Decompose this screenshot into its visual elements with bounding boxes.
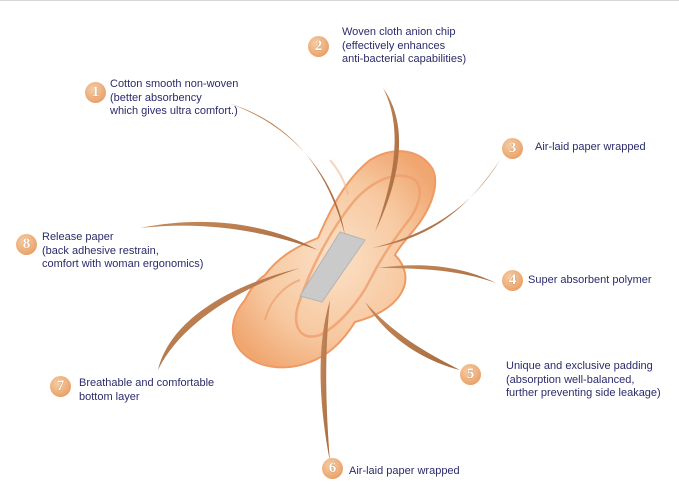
label-2-line-1: Woven cloth anion chip <box>342 26 456 38</box>
badge-3: 3 <box>502 138 523 159</box>
pad-inner-ridge-2 <box>264 279 301 321</box>
label-3: Air-laid paper wrapped <box>535 141 646 155</box>
badge-4: 4 <box>502 270 523 291</box>
leader-4 <box>378 265 496 283</box>
leader-8 <box>140 221 318 250</box>
badge-1: 1 <box>85 82 106 103</box>
label-8-line-2: (back adhesive restrain, <box>42 244 159 257</box>
label-2-line-3: anti-bacterial capabilities) <box>342 53 467 65</box>
label-8-line-3: comfort with woman ergonomics) <box>42 258 204 270</box>
label-8: Release paper (back adhesive restrain, c… <box>42 231 203 272</box>
label-7: Breathable and comfortable bottom layer <box>79 377 214 404</box>
pad-inner-ridge <box>294 174 421 338</box>
pad-illustration <box>231 150 437 369</box>
leader-lines <box>140 88 500 462</box>
label-2: Woven cloth anion chip (effectively enha… <box>342 26 466 67</box>
label-7-line-2: bottom layer <box>79 390 140 403</box>
leader-6 <box>320 300 330 462</box>
badge-5: 5 <box>460 364 481 385</box>
leader-2 <box>375 88 400 232</box>
pad-inner-ridge-3 <box>329 159 349 196</box>
top-divider <box>0 0 679 1</box>
badge-6: 6 <box>322 458 343 479</box>
label-8-line-1: Release paper <box>42 231 114 243</box>
label-5-line-3: further preventing side leakage) <box>506 387 661 399</box>
label-7-line-1: Breathable and comfortable <box>79 377 215 389</box>
label-5-line-2: (absorption well-balanced, <box>506 373 635 386</box>
label-6: Air-laid paper wrapped <box>349 465 460 479</box>
label-1-line-1: Cotton smooth non-woven <box>110 78 239 90</box>
label-5-line-1: Unique and exclusive padding <box>506 360 653 372</box>
badge-8: 8 <box>16 234 37 255</box>
label-6-line-1: Air-laid paper wrapped <box>349 465 460 477</box>
label-1: Cotton smooth non-woven (better absorben… <box>110 78 238 119</box>
badge-7: 7 <box>50 376 71 397</box>
label-4-line-1: Super absorbent polymer <box>528 274 652 286</box>
label-1-line-2: (better absorbency <box>110 91 202 104</box>
label-2-line-2: (effectively enhances <box>342 39 446 52</box>
label-1-line-3: which gives ultra comfort.) <box>110 105 238 117</box>
label-4: Super absorbent polymer <box>528 274 652 288</box>
label-5: Unique and exclusive padding (absorption… <box>506 360 661 401</box>
label-3-line-1: Air-laid paper wrapped <box>535 141 646 153</box>
release-strip <box>299 231 366 303</box>
badge-2: 2 <box>308 36 329 57</box>
